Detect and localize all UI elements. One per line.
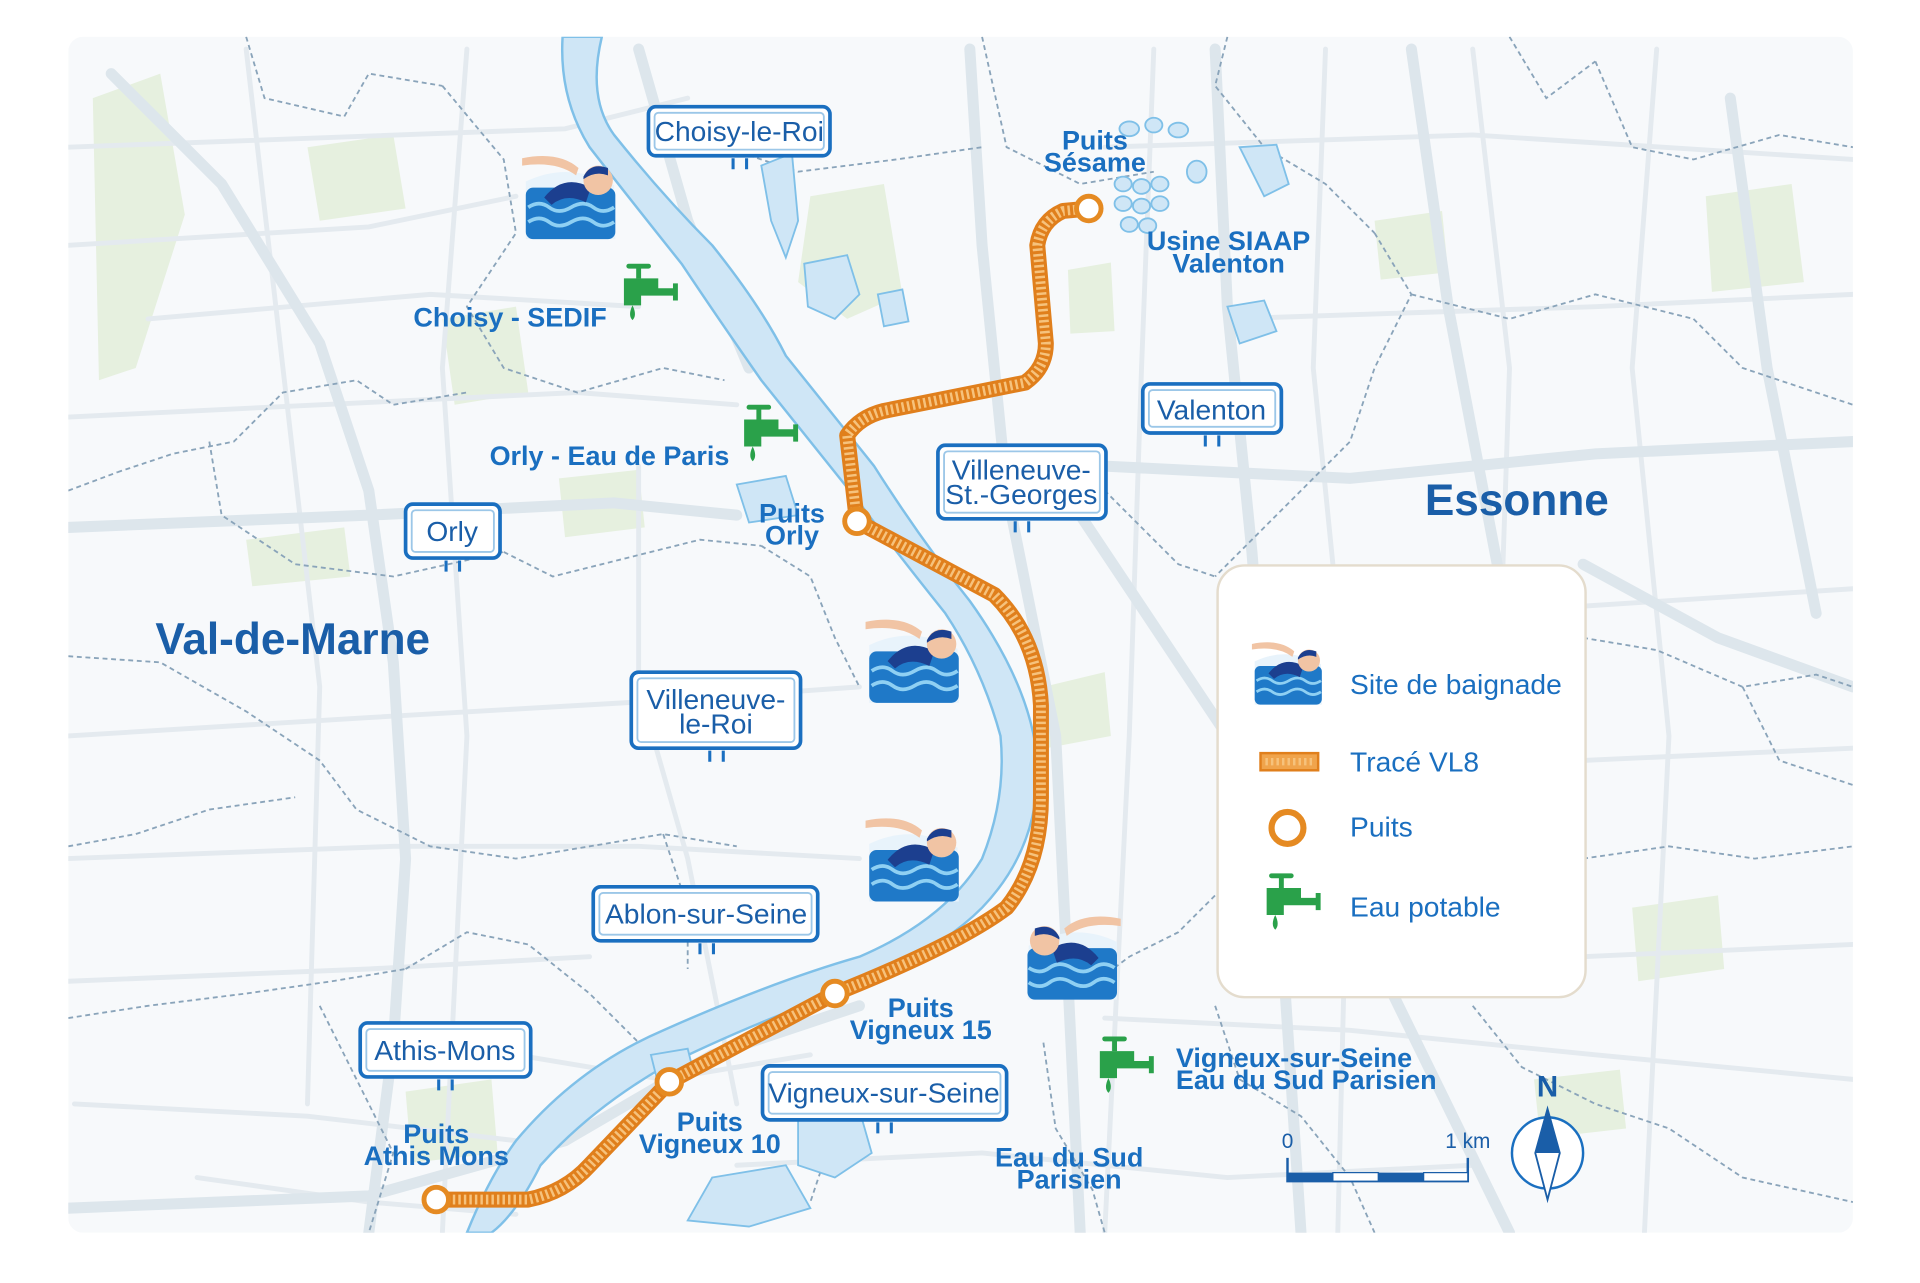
town-sign-valenton[interactable]: Valenton (1140, 382, 1284, 447)
well-marker-athis[interactable] (421, 1184, 451, 1215)
water-site-labels: Choisy - SEDIF Orly - Eau de Paris Vigne… (413, 302, 1436, 1095)
town-label-line1: Villeneuve- (646, 683, 785, 715)
water-site-label-choisy: Choisy - SEDIF (413, 302, 606, 332)
legend-item-bathing: Site de baignade (1250, 640, 1562, 707)
region-label-val-de-marne: Val-de-Marne (155, 615, 430, 664)
town-sign-villeneuve-le-roi[interactable]: Villeneuve- le-Roi (629, 670, 803, 762)
legend-label-well: Puits (1350, 811, 1413, 843)
well-label-orly-line1: Puits (759, 499, 825, 529)
legend-label-bathing: Site de baignade (1350, 668, 1562, 700)
seine-river (465, 36, 1039, 1233)
legend-item-well: Puits (1268, 808, 1413, 847)
legend-item-water: Eau potable (1266, 873, 1501, 930)
legend-label-water: Eau potable (1350, 890, 1501, 922)
siaap-label-line1: Usine SIAAP (1147, 226, 1310, 256)
legend-label-route: Tracé VL8 (1350, 746, 1479, 778)
well-marker-vigneux15[interactable] (820, 978, 850, 1009)
town-label: Choisy-le-Roi (655, 115, 824, 147)
town-label-line2: le-Roi (679, 707, 753, 739)
well-label-athis-line2: Athis Mons (364, 1141, 509, 1171)
eau-sud-parisien-label-line2: Parisien (1017, 1165, 1122, 1195)
legend-box (1216, 564, 1587, 999)
scale-end-label: 1 km (1445, 1130, 1490, 1153)
water-site-label-vigneux-line1: Vigneux-sur-Seine (1176, 1043, 1412, 1073)
town-sign-choisy[interactable]: Choisy-le-Roi (646, 104, 832, 170)
well-labels: Puits Sésame Puits Orly Puits Vigneux 15… (364, 126, 1146, 1172)
well-label-sesame-line2: Sésame (1044, 148, 1146, 178)
water-site-label-vigneux-line2: Eau du Sud Parisien (1176, 1065, 1437, 1095)
eau-sud-parisien-label-line1: Eau du Sud (995, 1142, 1143, 1172)
well-markers (421, 193, 1104, 1215)
well-circle-icon (1268, 808, 1307, 847)
town-sign-vigneux[interactable]: Vigneux-sur-Seine (760, 1064, 1009, 1134)
town-label: Orly (426, 515, 479, 547)
siaap-label-line2: Valenton (1172, 248, 1284, 278)
well-label-athis-line1: Puits (403, 1119, 469, 1149)
town-sign-villeneuve-st-georges[interactable]: Villeneuve- St.-Georges (936, 443, 1108, 533)
town-signs: Choisy-le-Roi Valenton Villeneuve- St.-G… (358, 104, 1284, 1134)
well-label-orly-line2: Orly (765, 521, 819, 551)
well-label-vigneux10-line2: Vigneux 10 (639, 1129, 781, 1159)
lakes (649, 116, 1290, 1228)
town-label: Valenton (1157, 393, 1266, 425)
town-label-line2: St.-Georges (945, 478, 1097, 510)
town-sign-orly[interactable]: Orly (403, 502, 502, 572)
scale-bar: 0 1 km (1282, 1130, 1490, 1183)
well-label-vigneux15-line2: Vigneux 15 (850, 1015, 992, 1045)
well-label-vigneux10-line1: Puits (677, 1107, 743, 1137)
legend: Site de baignade Tracé VL8 Puits Eau pot… (1216, 564, 1587, 999)
town-label-line1: Villeneuve- (952, 454, 1091, 486)
region-label-essonne: Essonne (1425, 476, 1609, 525)
well-marker-vigneux10[interactable] (654, 1067, 685, 1097)
well-label-sesame-line1: Puits (1062, 126, 1128, 156)
well-label-vigneux15-line1: Puits (888, 993, 954, 1023)
town-sign-ablon[interactable]: Ablon-sur-Seine (591, 884, 820, 955)
town-label: Athis-Mons (374, 1034, 515, 1066)
well-marker-orly[interactable] (842, 506, 872, 537)
legend-item-route: Tracé VL8 (1259, 746, 1479, 778)
compass-north-label: N (1537, 1071, 1558, 1104)
town-sign-athis[interactable]: Athis-Mons (358, 1021, 533, 1091)
water-site-label-orly: Orly - Eau de Paris (490, 441, 730, 471)
scale-start-label: 0 (1282, 1130, 1294, 1153)
compass: N (1510, 1071, 1585, 1204)
town-label: Ablon-sur-Seine (605, 898, 807, 930)
well-marker-sesame[interactable] (1074, 193, 1104, 224)
town-label: Vigneux-sur-Seine (768, 1077, 1000, 1109)
